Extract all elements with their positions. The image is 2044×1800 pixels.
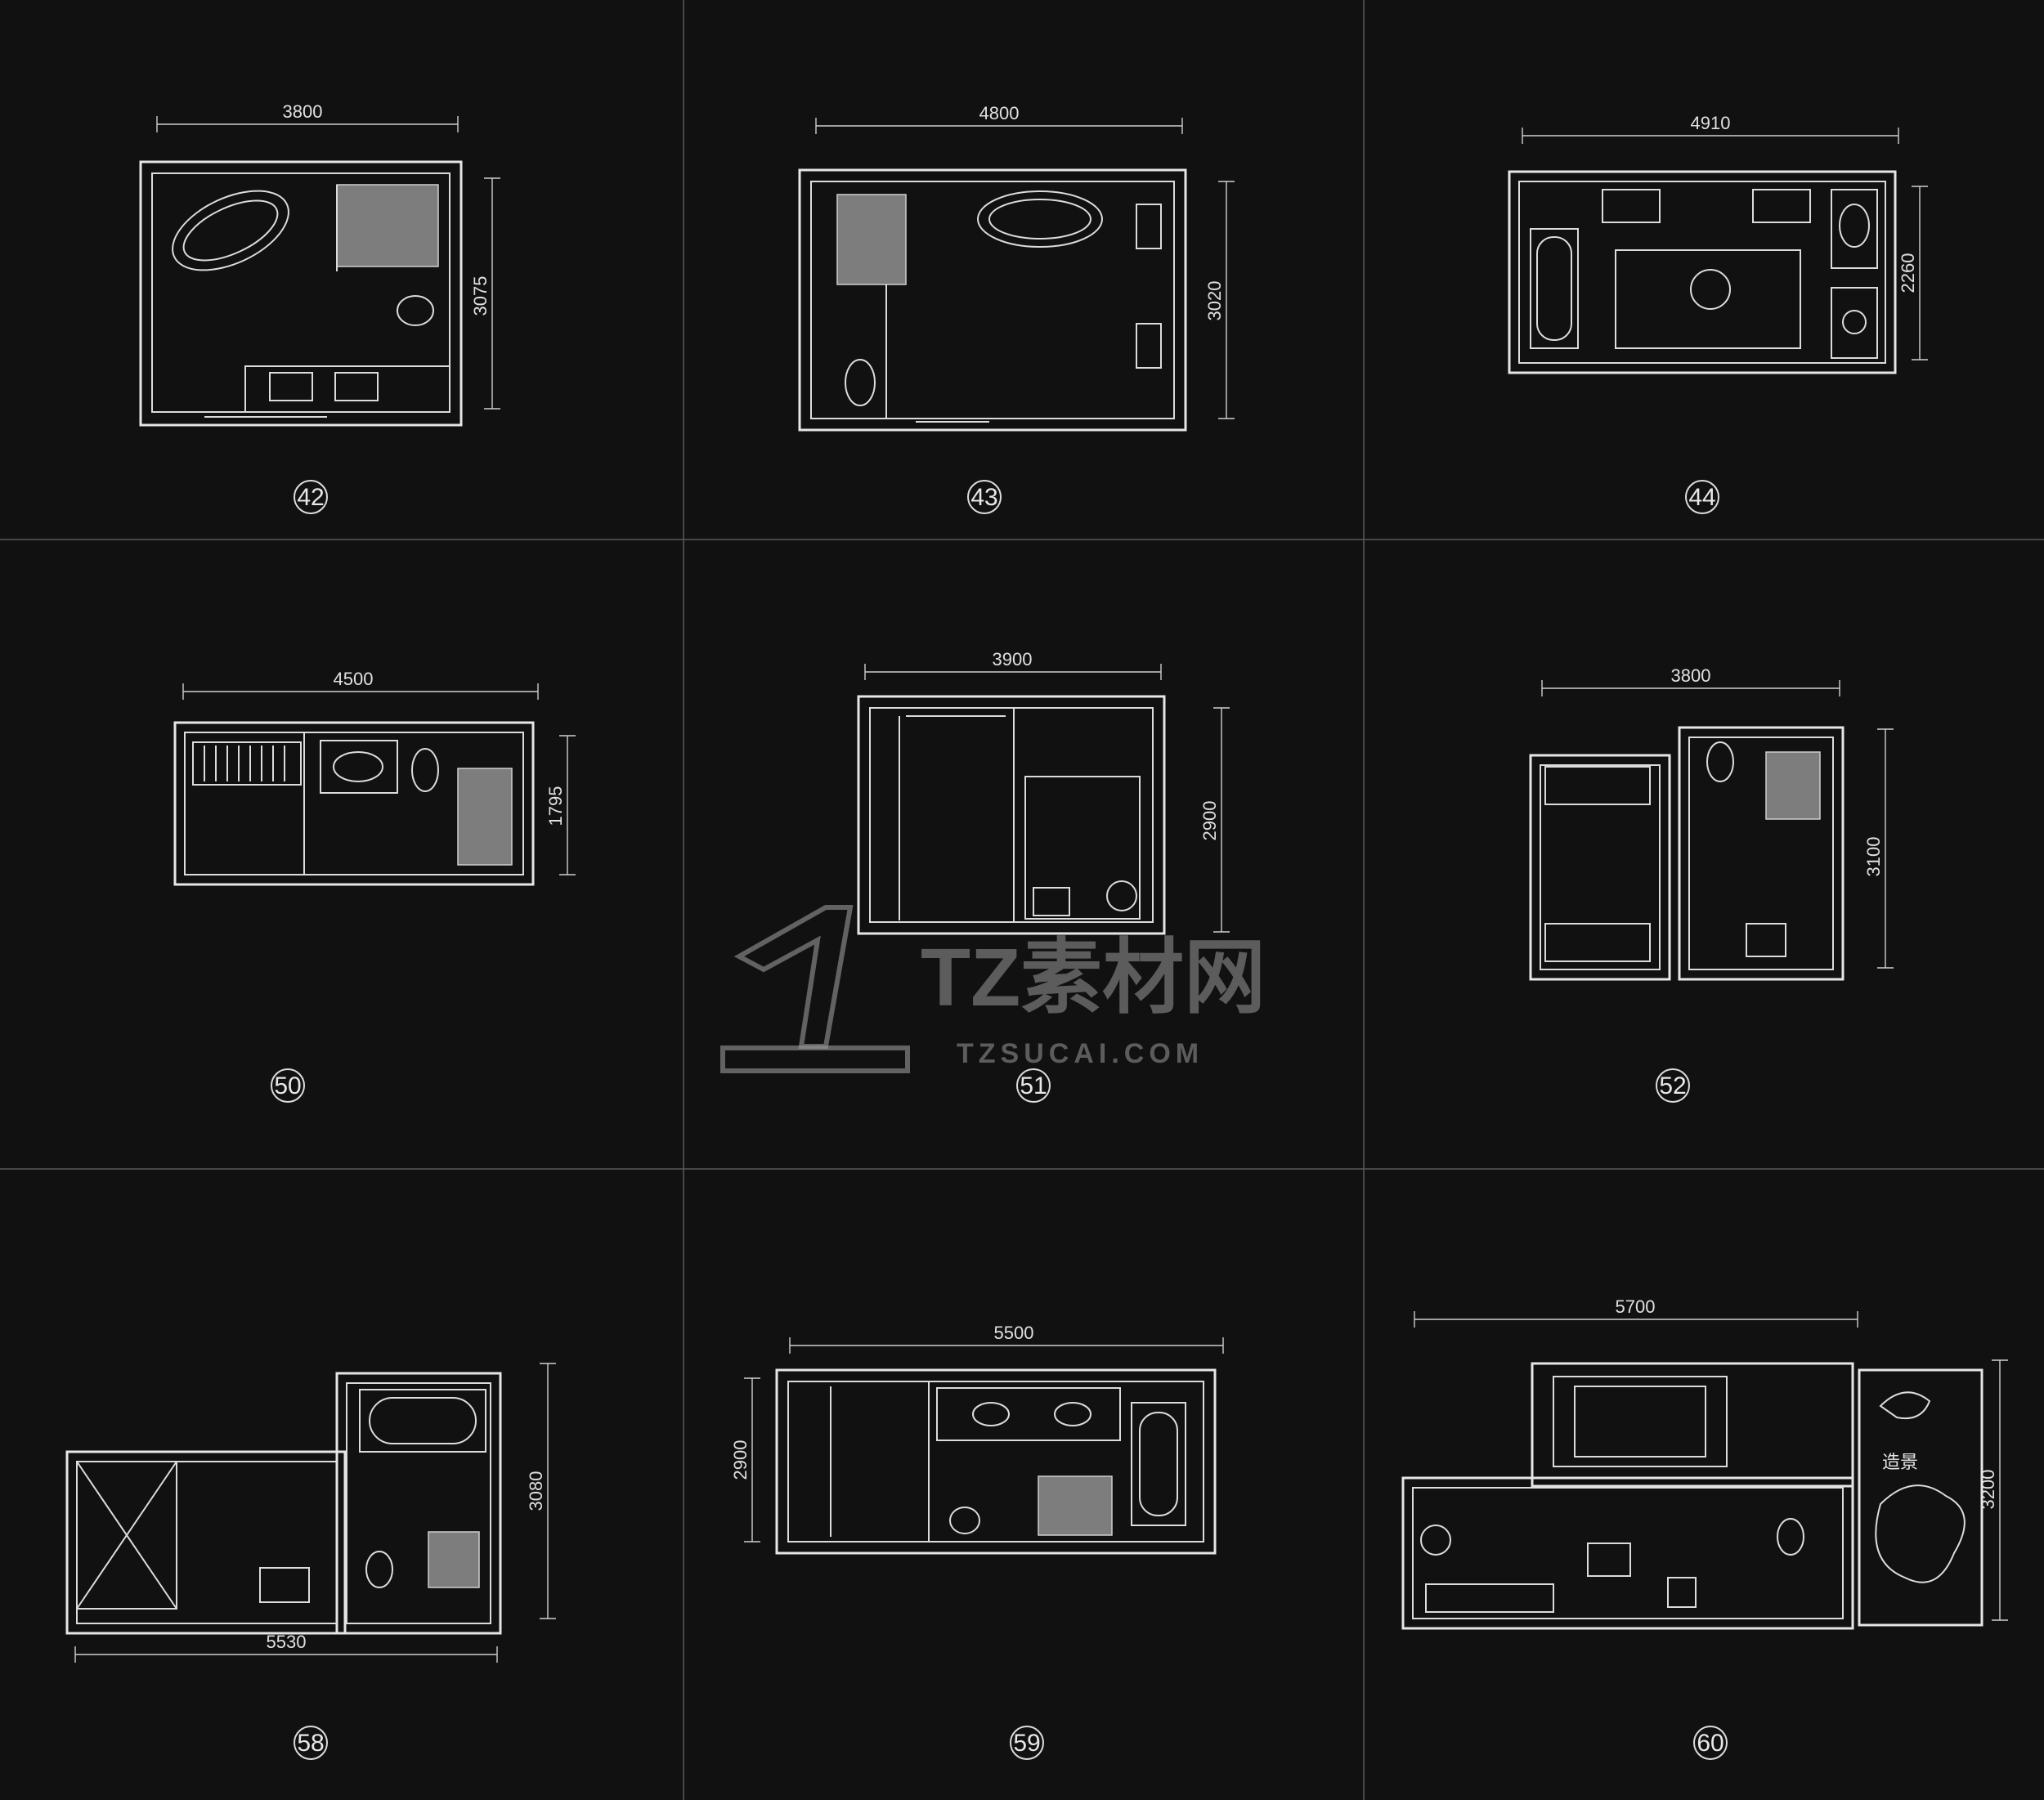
plan-42-number: 42 bbox=[297, 484, 324, 511]
plan-60-note: 造景 bbox=[1882, 1452, 1918, 1472]
plan-50-width-dim: 4500 bbox=[334, 669, 374, 689]
plan-52: 3800 3100 bbox=[1529, 665, 1894, 981]
plan-50-number: 50 bbox=[274, 1072, 301, 1099]
plan-51-number: 51 bbox=[1020, 1072, 1047, 1099]
plan-59-label: 59 bbox=[1010, 1726, 1044, 1760]
plan-52-height-dim: 3100 bbox=[1863, 837, 1884, 877]
plan-58-width-dim: 5530 bbox=[267, 1632, 307, 1652]
watermark: TZ素材网 TZSUCAI.COM bbox=[720, 905, 1266, 1073]
plan-44-height-dim: 2260 bbox=[1898, 253, 1918, 293]
plan-58-label: 58 bbox=[294, 1726, 328, 1760]
plan-60-number: 60 bbox=[1697, 1730, 1724, 1757]
plan-51-height-dim: 2900 bbox=[1199, 801, 1220, 841]
plan-42-width-dim: 3800 bbox=[283, 101, 323, 122]
plan-52-number: 52 bbox=[1659, 1072, 1686, 1099]
plan-51-label: 51 bbox=[1016, 1068, 1051, 1103]
plan-59: 5500 2900 bbox=[730, 1323, 1224, 1555]
plan-44-width-dim: 4910 bbox=[1691, 113, 1731, 133]
plan-50-label: 50 bbox=[271, 1068, 305, 1103]
plan-43-label: 43 bbox=[967, 480, 1002, 514]
plan-58-number: 58 bbox=[297, 1730, 324, 1757]
plan-44: 4910 2260 bbox=[1508, 113, 1928, 374]
watermark-brand: TZ素材网 bbox=[921, 932, 1266, 1023]
plan-43-width-dim: 4800 bbox=[979, 103, 1020, 123]
plan-43-height-dim: 3020 bbox=[1204, 281, 1225, 321]
plan-51: 3900 2900 bbox=[857, 649, 1230, 935]
plan-59-height-dim: 2900 bbox=[730, 1440, 751, 1480]
plan-51-width-dim: 3900 bbox=[993, 649, 1033, 669]
plan-59-width-dim: 5500 bbox=[994, 1323, 1034, 1343]
plan-60-label: 60 bbox=[1693, 1726, 1728, 1760]
plan-43: 4800 3020 bbox=[798, 103, 1235, 432]
plan-42-height-dim: 3075 bbox=[470, 276, 491, 316]
plan-50: 4500 1795 bbox=[173, 669, 576, 886]
plan-44-number: 44 bbox=[1688, 484, 1715, 511]
plan-60-width-dim: 5700 bbox=[1616, 1296, 1656, 1317]
plan-60: 5700 3200 造景 bbox=[1401, 1296, 2008, 1630]
plan-44-label: 44 bbox=[1685, 480, 1719, 514]
plan-52-width-dim: 3800 bbox=[1671, 665, 1711, 686]
plan-59-number: 59 bbox=[1013, 1730, 1040, 1757]
plan-58-height-dim: 3080 bbox=[526, 1471, 546, 1511]
plan-43-number: 43 bbox=[970, 484, 997, 511]
plan-42-label: 42 bbox=[294, 480, 328, 514]
plan-50-height-dim: 1795 bbox=[545, 786, 566, 826]
plan-58: 5530 3080 bbox=[65, 1363, 556, 1663]
watermark-url: TZSUCAI.COM bbox=[957, 1038, 1204, 1069]
plan-52-label: 52 bbox=[1656, 1068, 1690, 1103]
plan-42: 3800 3075 bbox=[139, 101, 500, 427]
